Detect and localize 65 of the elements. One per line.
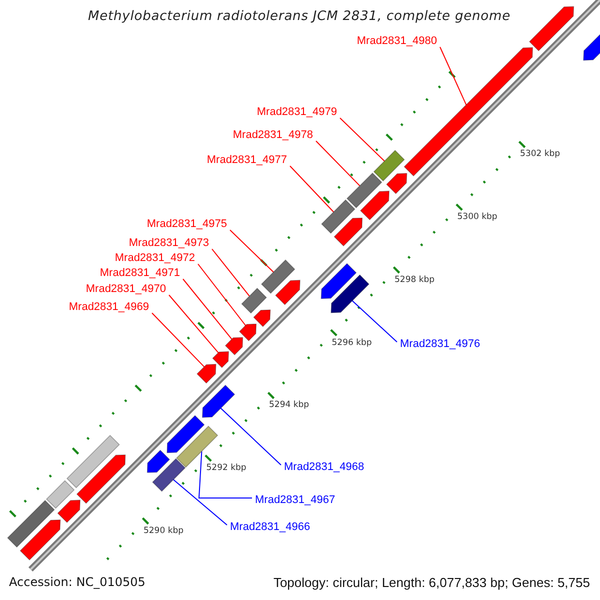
leader-line (198, 450, 252, 498)
gene-block (202, 384, 236, 418)
gene-block (346, 172, 382, 208)
scale-label: 5298 kbp (394, 274, 435, 285)
gene-block (528, 6, 574, 52)
leader-line (340, 118, 385, 162)
leader-line (220, 408, 282, 466)
scale-label: 5292 kbp (206, 463, 246, 474)
footer-text: Accession: NC_010505 (9, 575, 146, 589)
gene-label: Mrad2831_4977 (206, 154, 287, 167)
gene-block (260, 259, 296, 294)
leader-line (182, 278, 232, 340)
gene-label: Mrad2831_4969 (68, 301, 149, 314)
scale-label: 5296 kbp (332, 338, 372, 348)
gene-block (212, 351, 230, 368)
gene-block (46, 480, 75, 509)
gene-label: Mrad2831_4967 (255, 494, 336, 507)
leader-line (172, 479, 228, 526)
gene-block (334, 218, 363, 246)
gene-block (360, 190, 390, 220)
leader-line (352, 300, 398, 342)
gene-label: Mrad2831_4980 (356, 35, 437, 48)
gene-label: Mrad2831_4971 (100, 267, 180, 280)
leader-line (290, 166, 334, 212)
gene-label: Mrad2831_4979 (256, 106, 337, 119)
gene-block (238, 324, 257, 342)
gene-block (330, 274, 370, 314)
leader-line (152, 312, 205, 368)
leader-line (198, 264, 246, 326)
gene-block (66, 434, 120, 488)
gene-label: Mrad2831_4973 (128, 237, 209, 250)
gene-block (76, 454, 126, 504)
leader-line (168, 294, 219, 354)
gene-block (146, 450, 170, 473)
gene-block (166, 415, 205, 454)
gene-block (224, 337, 244, 356)
gene-block (275, 280, 300, 306)
gene-block (152, 458, 186, 492)
gene-label: Mrad2831_4966 (230, 521, 310, 534)
scale-label: 5302 kbp (520, 149, 560, 160)
gene-block (386, 172, 408, 194)
gene-block (57, 500, 81, 523)
gene-block (253, 309, 271, 328)
gene-label: Mrad2831_4970 (86, 283, 166, 296)
gene-block (20, 519, 61, 560)
leader-line (316, 140, 360, 186)
footer-text: Topology: circular; Length: 6,077,833 bp; Genes: 5,755 (273, 575, 590, 590)
leader-line (212, 248, 250, 297)
gene-block (241, 288, 267, 314)
gene-label: Mrad2831_4968 (284, 461, 364, 474)
gene-label: Mrad2831_4976 (400, 338, 480, 351)
scale-label: 5300 kbp (457, 212, 498, 222)
gene-block (320, 263, 357, 300)
gene-label: Mrad2831_4978 (232, 129, 313, 142)
gene-block (373, 150, 405, 182)
leader-line (230, 230, 274, 273)
gene-block (7, 500, 55, 548)
gene-block (196, 364, 216, 384)
leader-line (440, 46, 467, 106)
map-title: Methylobacterium radiotolerans JCM 2831, complete genome (88, 9, 510, 24)
scale-label: 5294 kbp (269, 400, 310, 410)
gene-label: Mrad2831_4975 (146, 218, 227, 231)
scale-label: 5290 kbp (143, 526, 184, 536)
gene-block (321, 199, 356, 234)
gene-label: Mrad2831_4972 (114, 252, 195, 265)
